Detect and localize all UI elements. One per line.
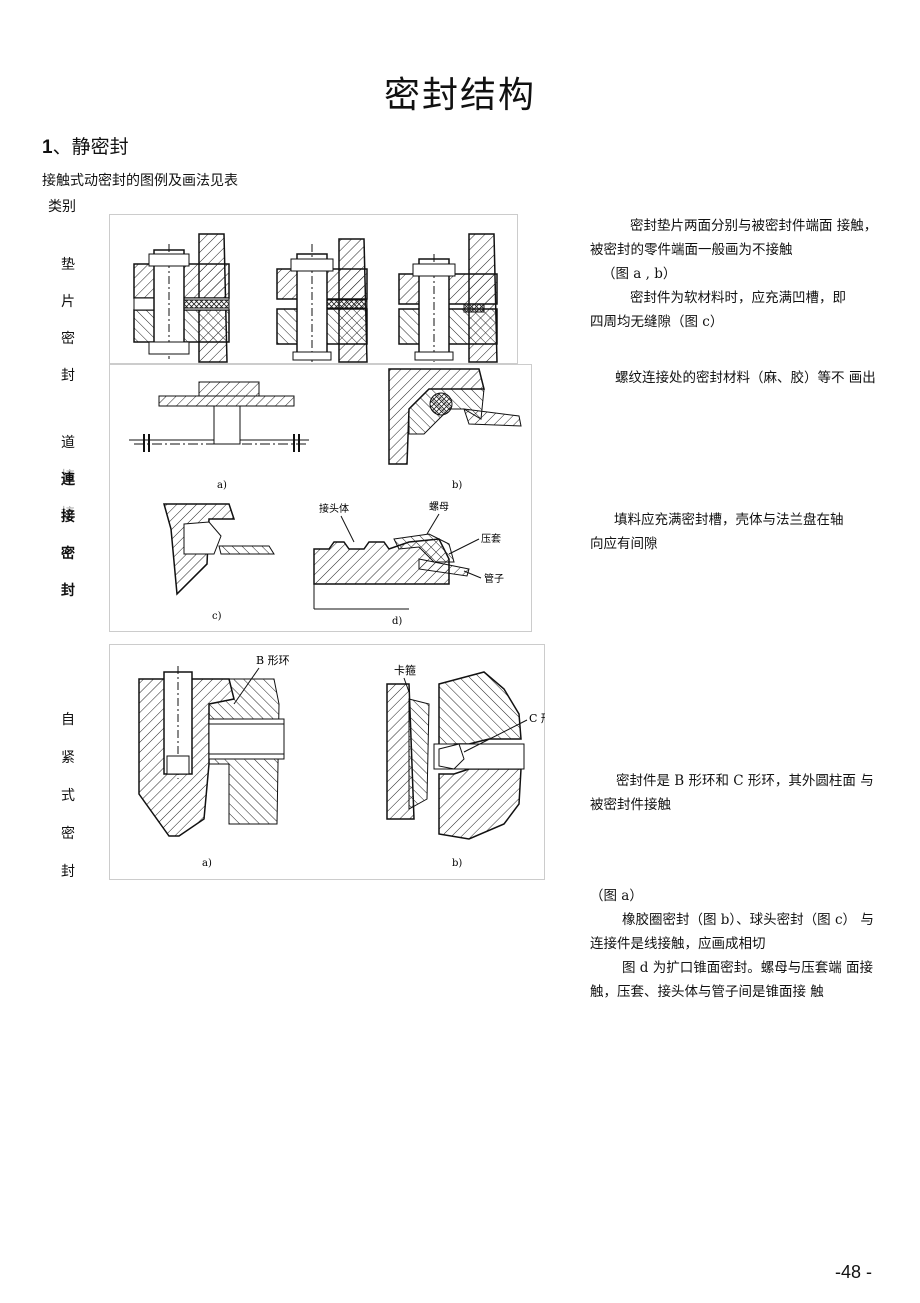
label-pipe: 管子	[484, 572, 504, 585]
note-line: 向应有间隙	[590, 536, 658, 552]
figure-caption: d)	[392, 616, 402, 627]
row-char: 封	[61, 583, 75, 599]
note-line: 四周均无缝隙（图 c）	[590, 314, 724, 330]
row-char: 封	[61, 864, 75, 880]
note-thread: 螺纹连接处的密封材料（麻、胶）等不 画出	[615, 366, 905, 390]
figure-caption: c)	[212, 611, 222, 622]
label-joint-body: 接头体	[319, 502, 349, 515]
note-line: 密封件为软材料时，应充满凹槽，即	[630, 290, 846, 306]
gasket-drawing-b	[276, 238, 368, 363]
note-line: 连接件是线接触，应画成相切	[590, 936, 766, 952]
row-char: 垫	[61, 257, 75, 273]
figure-caption: b)	[452, 858, 462, 869]
note-ring: 密封件是 B 形环和 C 形环，其外圆柱面 与 被密封件接触	[590, 769, 900, 817]
page-number: -48 -	[834, 1262, 872, 1282]
row-char: 連	[61, 472, 75, 488]
note-line: 密封垫片两面分别与被密封件端面 接触，	[630, 218, 878, 234]
gasket-drawing-a	[133, 233, 230, 363]
section-heading: 1、静密封	[42, 132, 129, 159]
label-c-ring: C 形环	[529, 712, 545, 725]
figure-caption: a)	[202, 858, 212, 869]
selftight-drawing-a: B 形环 a)	[138, 654, 290, 869]
figure-caption: a)	[217, 480, 227, 491]
row-char: 道	[61, 435, 75, 451]
row-label-pipe-overlap: 接 接	[54, 466, 82, 540]
row-label-pipe: 道 連 接 密 封	[54, 432, 82, 617]
pipe-drawing-a: a)	[129, 381, 309, 491]
row-char: 片	[61, 294, 75, 310]
pipe-drawing-c: c)	[163, 503, 275, 622]
section-number: 1	[42, 137, 53, 158]
row-char: 密	[61, 331, 75, 347]
pipe-drawing-b: b)	[388, 368, 522, 491]
figure-caption: b)	[452, 480, 462, 491]
note-line: 图 d 为扩口锥面密封。螺母与压套端 面接	[622, 960, 874, 976]
note-line: 螺纹连接处的密封材料（麻、胶）等不 画出	[615, 370, 876, 386]
row-char: 式	[61, 788, 75, 804]
note-bottom: （图 a） 橡胶圈密封（图 b）、球头密封（图 c） 与 连接件是线接触，应画成…	[590, 884, 900, 1004]
note-line: 橡胶圈密封（图 b）、球头密封（图 c） 与	[622, 912, 874, 928]
figure-selftight-seals: B 形环 a) 卡箍 C 形环 b)	[109, 644, 545, 880]
pipe-drawing-d: 接头体 螺母 压套 管子 d)	[313, 501, 504, 627]
row-char: 紧	[61, 750, 75, 766]
label-clamp: 卡箍	[394, 663, 416, 677]
note-line: （图 a , b）	[602, 266, 677, 282]
row-char: 接	[61, 509, 75, 525]
figure-pipe-seals: a) b) c) 接头体 螺母 压套 管子 d)	[109, 364, 532, 632]
note-packing: 填料应充满密封槽，壳体与法兰盘在轴 向应有间隙	[590, 508, 890, 556]
selftight-drawing-b: 卡箍 C 形环 b)	[386, 663, 545, 869]
category-label: 类别	[48, 199, 76, 215]
row-label-selftight: 自 紧 式 密 封	[54, 709, 82, 899]
note-line: 触，压套、接头体与管子间是锥面接 触	[590, 984, 824, 1000]
page-title: 密封结构	[383, 75, 536, 116]
note-line: 被密封件接触	[590, 797, 671, 813]
gasket-drawing-c	[398, 233, 498, 363]
label-b-ring: B 形环	[256, 654, 290, 667]
row-char: 自	[61, 712, 75, 728]
row-char: 接	[61, 506, 75, 522]
row-char: 接	[61, 469, 75, 485]
row-char: 密	[61, 546, 75, 562]
label-nut: 螺母	[429, 501, 449, 513]
note-line: 填料应充满密封槽，壳体与法兰盘在轴	[614, 512, 844, 528]
note-line: （图 a）	[590, 888, 643, 904]
figure-gasket-seals	[109, 214, 518, 364]
row-char: 密	[61, 826, 75, 842]
section-title: 、静密封	[52, 136, 129, 158]
row-char: 封	[61, 368, 75, 384]
row-label-gasket: 垫 片 密 封	[54, 254, 82, 402]
label-press-sleeve: 压套	[481, 532, 501, 545]
note-line: 密封件是 B 形环和 C 形环，其外圆柱面 与	[616, 773, 874, 789]
note-line: 被密封的零件端面一般画为不接触	[590, 242, 793, 258]
intro-text: 接触式动密封的图例及画法见表	[42, 173, 238, 189]
note-gasket: 密封垫片两面分别与被密封件端面 接触， 被密封的零件端面一般画为不接触 （图 a…	[590, 214, 900, 334]
